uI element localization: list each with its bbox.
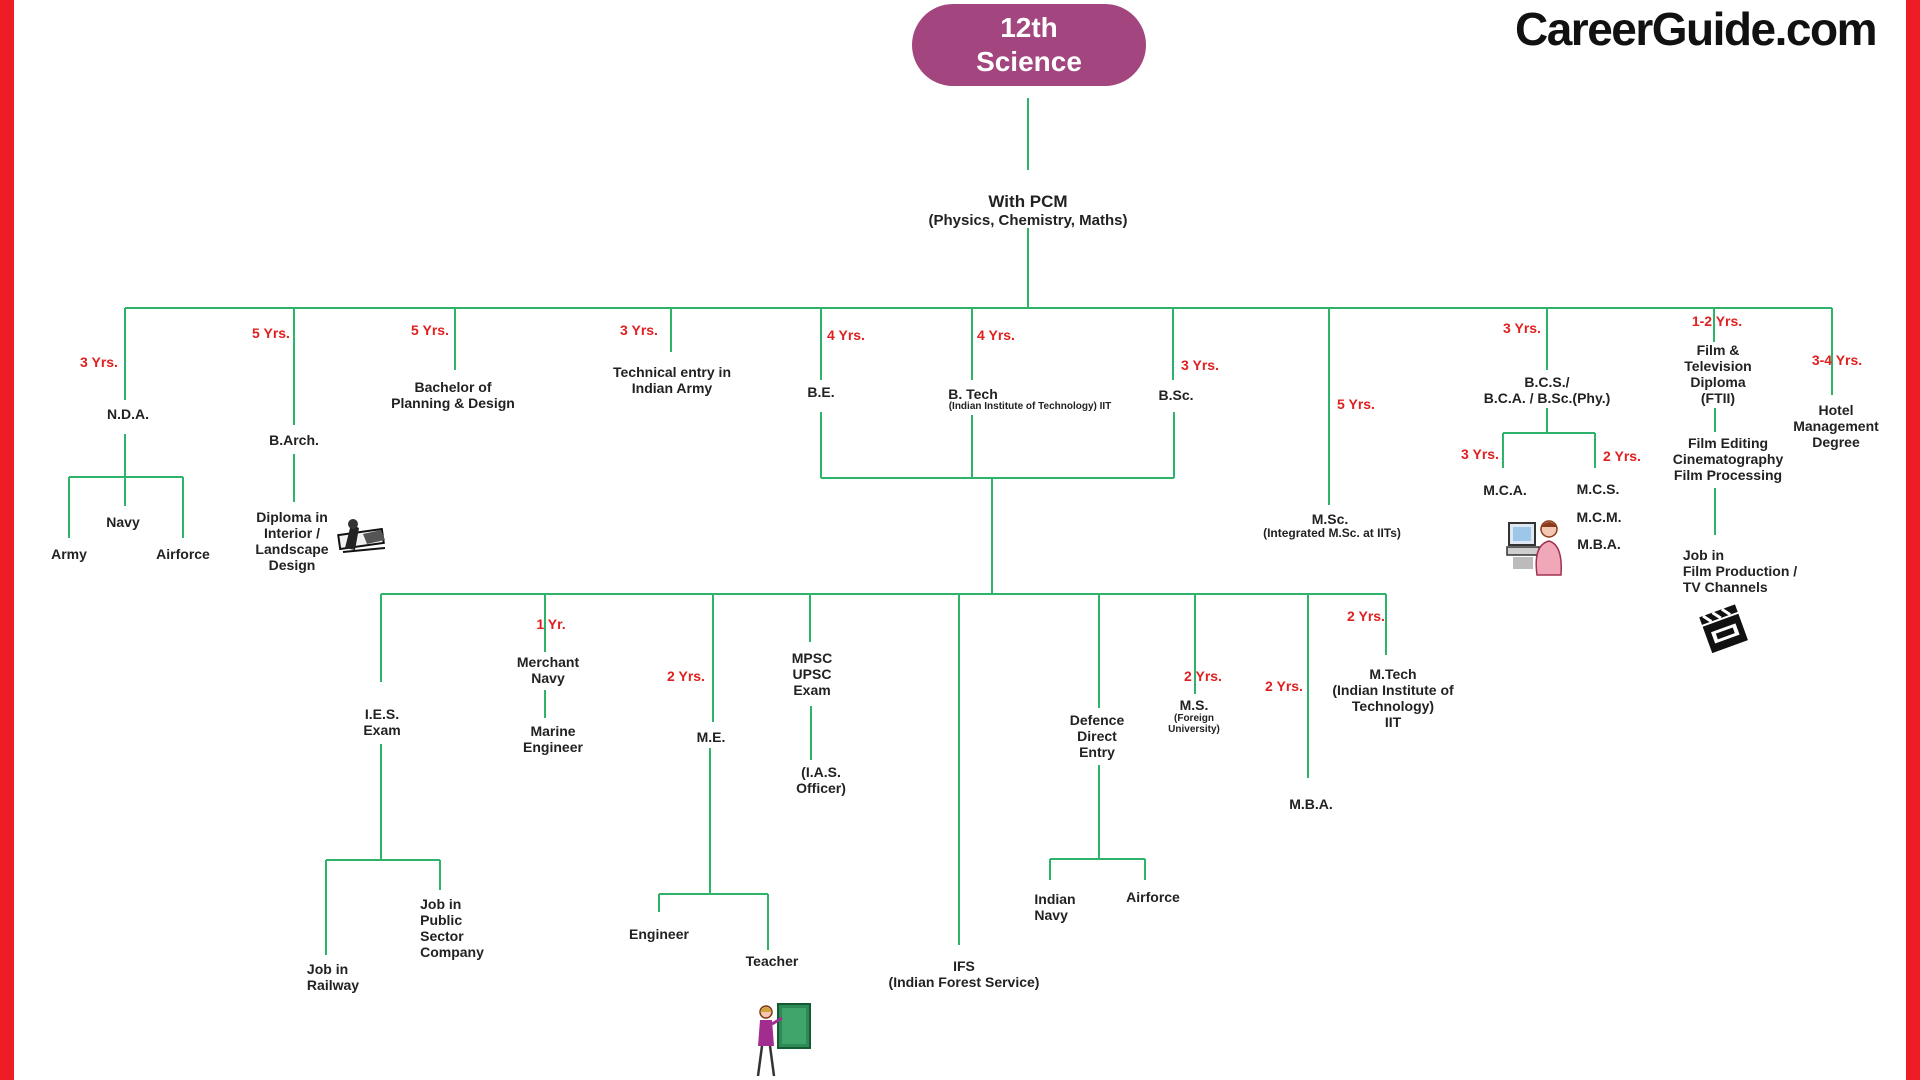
node-be: B.E. [807, 384, 835, 400]
duration-bcs: 3 Yrs. [1503, 320, 1541, 336]
right-frame-border [1906, 0, 1920, 1080]
node-ias: (I.A.S. Officer) [796, 764, 846, 796]
node-teacher: Teacher [745, 953, 799, 969]
node-film-diploma: Film & Television Diploma (FTII) [1684, 342, 1752, 406]
duration-ms: 2 Yrs. [1184, 668, 1222, 684]
node-msc: M.Sc. [1311, 511, 1349, 527]
node-navy: Navy [106, 514, 140, 530]
drafting-illustration-icon [337, 519, 386, 553]
node-mcs: M.C.S. [1576, 481, 1620, 497]
duration-nda: 3 Yrs. [80, 354, 118, 370]
node-film-job: Job in Film Production / TV Channels [1682, 547, 1798, 595]
node-film-editing: Film Editing Cinematography Film Process… [1672, 435, 1784, 483]
duration-be: 4 Yrs. [827, 327, 865, 343]
node-diploma-interior: Diploma in Interior / Landscape Design [255, 509, 329, 573]
node-bcs: B.C.S./ B.C.A. / B.Sc.(Phy.) [1483, 374, 1611, 406]
node-psu: Job in Public Sector Company [420, 896, 484, 960]
duration-btech: 4 Yrs. [977, 327, 1015, 343]
node-bsc: B.Sc. [1158, 387, 1194, 403]
node-me: M.E. [696, 729, 726, 745]
duration-msc: 5 Yrs. [1337, 396, 1375, 412]
node-hotel: Hotel Management Degree [1793, 402, 1879, 450]
node-engineer: Engineer [629, 926, 689, 942]
node-mtech: M.Tech (Indian Institute of Technology) … [1332, 666, 1454, 730]
node-army-entry: Technical entry in Indian Army [613, 364, 731, 396]
duration-army-entry: 3 Yrs. [620, 322, 658, 338]
node-nda: N.D.A. [107, 406, 149, 422]
node-mpsc: MPSC UPSC Exam [791, 650, 833, 698]
node-ies: I.E.S. Exam [363, 706, 401, 738]
node-btech: B. Tech [948, 386, 998, 402]
duration-merchant: 1 Yr. [536, 616, 566, 632]
node-army: Army [51, 546, 87, 562]
node-btech-note: (Indian Institute of Technology) IIT [948, 401, 1112, 412]
node-planning: Bachelor of Planning & Design [391, 379, 515, 411]
node-ifs: IFS (Indian Forest Service) [888, 958, 1040, 990]
node-railway: Job in Railway [306, 961, 360, 993]
node-ms-note: (Foreign University) [1168, 713, 1220, 735]
node-mba: M.B.A. [1289, 796, 1333, 812]
left-frame-border [0, 0, 14, 1080]
duration-mcs: 2 Yrs. [1603, 448, 1641, 464]
node-airforce: Airforce [156, 546, 210, 562]
node-marine: Marine Engineer [523, 723, 583, 755]
node-mcm: M.C.M. [1576, 509, 1622, 525]
duration-mba: 2 Yrs. [1265, 678, 1303, 694]
duration-film: 1-2 Yrs. [1691, 313, 1743, 329]
node-def-airforce: Airforce [1126, 889, 1180, 905]
node-msc-note: (Integrated M.Sc. at IITs) [1263, 526, 1401, 540]
stream-title: With PCM [988, 192, 1068, 211]
root-node-label: 12th Science [976, 12, 1082, 77]
node-merchant: Merchant Navy [516, 654, 580, 686]
duration-bsc: 3 Yrs. [1181, 357, 1219, 373]
duration-me: 2 Yrs. [667, 668, 705, 684]
film-clapperboard-icon [1699, 604, 1748, 654]
root-node-12th-science: 12th Science [912, 4, 1146, 86]
node-barch: B.Arch. [269, 432, 319, 448]
stream-subtitle: (Physics, Chemistry, Maths) [928, 212, 1128, 229]
node-mca: M.C.A. [1483, 482, 1527, 498]
node-mba-right: M.B.A. [1577, 536, 1621, 552]
node-ind-navy: Indian Navy [1034, 891, 1076, 923]
teacher-illustration-icon [756, 1003, 811, 1077]
duration-planning: 5 Yrs. [411, 322, 449, 338]
duration-hotel: 3-4 Yrs. [1811, 352, 1863, 368]
duration-mca: 3 Yrs. [1461, 446, 1499, 462]
computer-user-icon [1506, 520, 1562, 576]
duration-barch: 5 Yrs. [252, 325, 290, 341]
node-defence: Defence Direct Entry [1069, 712, 1125, 760]
node-ms: M.S. [1179, 697, 1209, 713]
careerguide-logo: CareerGuide.com [1515, 3, 1877, 55]
duration-mtech: 2 Yrs. [1347, 608, 1385, 624]
